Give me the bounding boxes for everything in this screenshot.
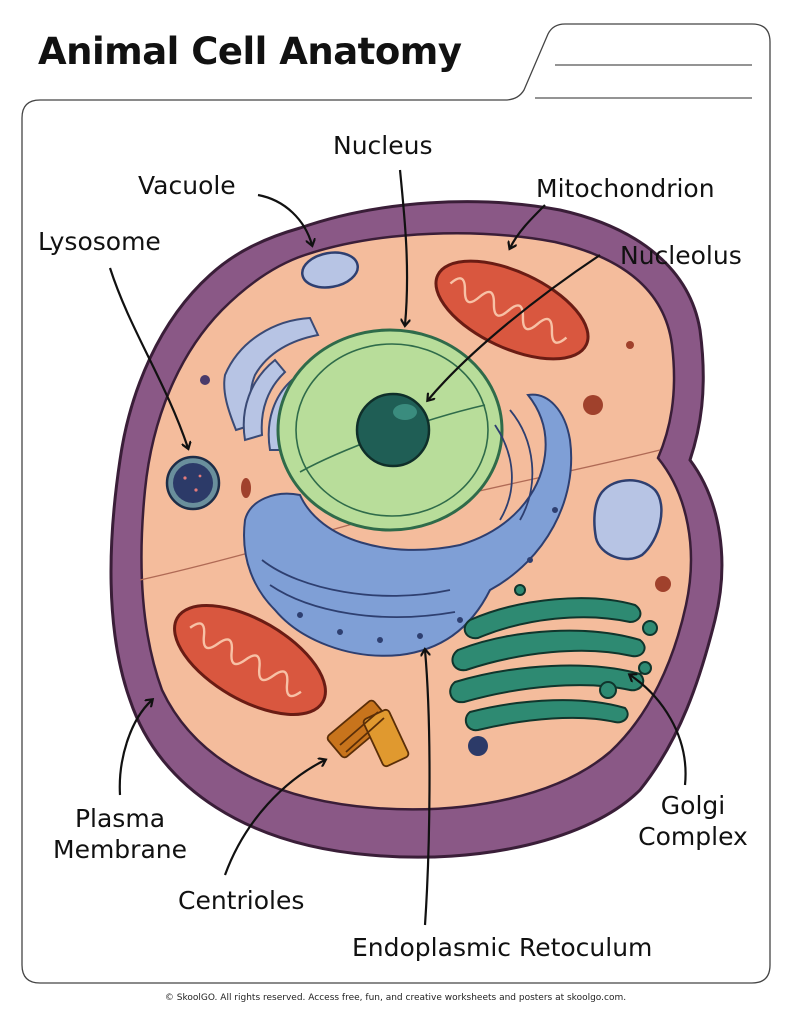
small-vesicle bbox=[468, 736, 488, 756]
small-vesicle bbox=[583, 395, 603, 415]
label-nucleolus: Nucleolus bbox=[620, 241, 742, 270]
label-lysosome: Lysosome bbox=[38, 227, 161, 256]
small-vesicle bbox=[655, 576, 671, 592]
label-plasma-membrane-line-1: Plasma bbox=[74, 804, 166, 833]
small-vesicle bbox=[626, 341, 634, 349]
arrow-mitochondrion bbox=[510, 204, 546, 248]
worksheet-frame bbox=[21, 23, 771, 984]
arrow-golgi bbox=[630, 675, 687, 786]
arrow-nucleolus bbox=[428, 254, 601, 400]
mitochondrion-bottom bbox=[173, 604, 327, 716]
label-golgi-line-1: Golgi bbox=[660, 791, 726, 820]
arrow-vacuole bbox=[257, 193, 312, 245]
arrow-plasma-membrane bbox=[118, 700, 152, 796]
lysosome bbox=[165, 455, 221, 511]
label-plasma-membrane-line-2: Membrane bbox=[53, 835, 187, 865]
arrow-centrioles bbox=[223, 760, 325, 876]
rough-er bbox=[243, 393, 573, 657]
label-plasma-membrane: Plasma Membrane bbox=[50, 803, 190, 866]
small-vesicle bbox=[200, 375, 210, 385]
page-title: Animal Cell Anatomy bbox=[38, 30, 462, 73]
arrow-lysosome bbox=[108, 267, 188, 448]
label-mitochondrion: Mitochondrion bbox=[536, 174, 715, 203]
arrow-nucleus bbox=[398, 169, 407, 325]
copyright-footer: © SkoolGO. All rights reserved. Access f… bbox=[164, 993, 627, 1003]
label-vacuole: Vacuole bbox=[138, 171, 236, 200]
label-golgi-complex: Golgi Complex bbox=[628, 790, 758, 853]
centrioles bbox=[326, 699, 410, 768]
small-vesicle bbox=[241, 478, 251, 498]
nucleolus bbox=[355, 392, 431, 468]
arrow-er bbox=[425, 650, 431, 926]
vacuole-right bbox=[593, 479, 663, 561]
label-golgi-line-2: Complex bbox=[638, 822, 748, 852]
mitochondrion-top bbox=[434, 259, 590, 361]
golgi-complex bbox=[449, 584, 658, 732]
label-endoplasmic-reticulum: Endoplasmic Retoculum bbox=[352, 933, 653, 962]
label-nucleus: Nucleus bbox=[333, 131, 433, 160]
label-centrioles: Centrioles bbox=[178, 886, 305, 915]
vacuole-top bbox=[301, 251, 359, 289]
